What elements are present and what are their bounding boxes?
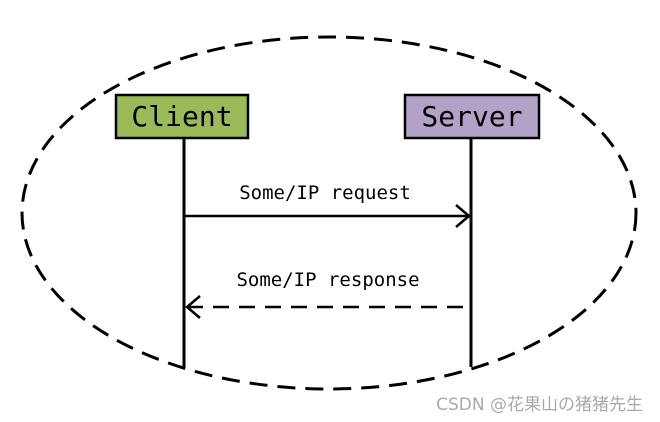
client-box (114, 93, 250, 140)
response-label: Some/IP response (236, 269, 419, 291)
request-label: Some/IP request (239, 182, 411, 204)
watermark-text: CSDN @花果山の猪猪先生 (436, 395, 643, 415)
request-arrowhead (455, 204, 471, 228)
response-arrowhead (185, 295, 201, 319)
server-label: Server (421, 100, 522, 133)
boundary-ellipse (20, 35, 638, 391)
client-label: Client (131, 100, 232, 133)
